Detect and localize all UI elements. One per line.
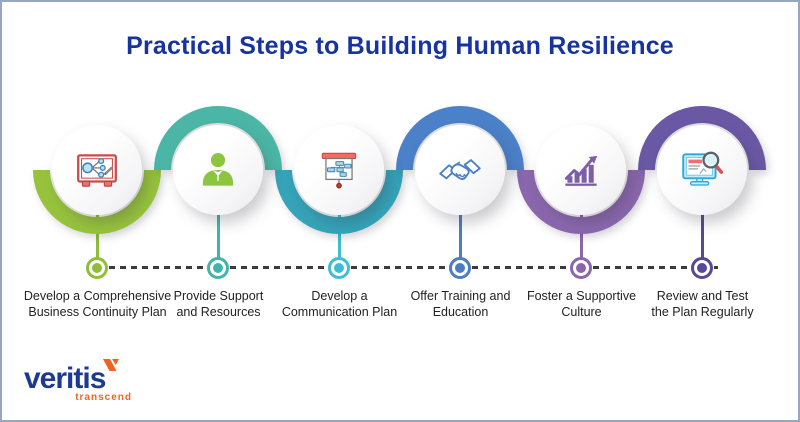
step-label-line: Provide Support: [173, 289, 264, 303]
step-label: Review and Test the Plan Regularly: [622, 288, 783, 320]
step-connector: [337, 213, 341, 260]
step-ring: [396, 2, 524, 342]
step-label: Offer Training and Education: [380, 288, 541, 320]
step-2: Provide Support and Resources: [154, 2, 282, 342]
step-6: Review and Test the Plan Regularly: [638, 2, 766, 342]
step-circle: [536, 125, 626, 215]
review-monitor-icon: [682, 151, 724, 186]
step-ring: [638, 2, 766, 342]
veritis-logo: veritis transcend: [24, 359, 134, 403]
step-label: Foster a Supportive Culture: [501, 288, 662, 320]
step-label-line: Culture: [561, 305, 602, 319]
step-ring: [275, 2, 403, 342]
step-connector: [579, 213, 583, 260]
step-circle: [294, 125, 384, 215]
step-connector: [95, 213, 99, 260]
step-label-line: Foster a Supportive: [526, 289, 637, 303]
timeline-dot: [570, 257, 592, 279]
step-3: Develop a Communication Plan: [275, 2, 403, 342]
step-circle: [173, 125, 263, 215]
step-label-line: Communication Plan: [281, 305, 398, 319]
logo-tagline: transcend: [75, 392, 132, 403]
step-label: Develop a Comprehensive Business Continu…: [17, 288, 178, 320]
logo-arrow-icon: [103, 359, 120, 371]
step-circle: [657, 125, 747, 215]
step-circle: [415, 125, 505, 215]
growth-chart-icon: [564, 155, 598, 186]
step-label: Develop a Communication Plan: [259, 288, 420, 320]
step-label-line: and Resources: [176, 305, 261, 319]
timeline-dot: [691, 257, 713, 279]
step-1: Develop a Comprehensive Business Continu…: [24, 2, 171, 342]
step-label-line: the Plan Regularly: [651, 305, 754, 319]
step-ring: [33, 2, 161, 342]
businessman-icon: [202, 152, 234, 186]
step-connector: [216, 213, 220, 260]
strategy-board-icon: [77, 154, 117, 187]
handshake-icon: [439, 159, 481, 181]
step-label-line: Business Continuity Plan: [28, 305, 167, 319]
step-circle: [52, 125, 142, 215]
step-4: Offer Training and Education: [396, 2, 524, 342]
step-connector: [700, 213, 704, 260]
timeline-dot: [328, 257, 350, 279]
steps-row: Develop a Comprehensive Business Continu…: [24, 2, 766, 342]
timeline-dot: [449, 257, 471, 279]
step-ring: [517, 2, 645, 342]
step-label-line: Review and Test: [656, 289, 749, 303]
page-title: Practical Steps to Building Human Resili…: [126, 32, 674, 60]
timeline-dot: [86, 257, 108, 279]
logo-wordmark: veritis: [24, 362, 106, 395]
timeline-dot: [207, 257, 229, 279]
step-label-line: Develop a Comprehensive: [23, 289, 172, 303]
step-ring: [154, 2, 282, 342]
step-connector: [458, 213, 462, 260]
step-label-line: Offer Training and: [410, 289, 511, 303]
step-label: Provide Support and Resources: [138, 288, 299, 320]
timeline-dashed-line: [98, 266, 718, 269]
step-label-line: Develop a: [311, 289, 368, 303]
step-5: Foster a Supportive Culture: [517, 2, 645, 342]
step-label-line: Education: [432, 305, 489, 319]
flowchart-presentation-icon: [321, 152, 357, 189]
